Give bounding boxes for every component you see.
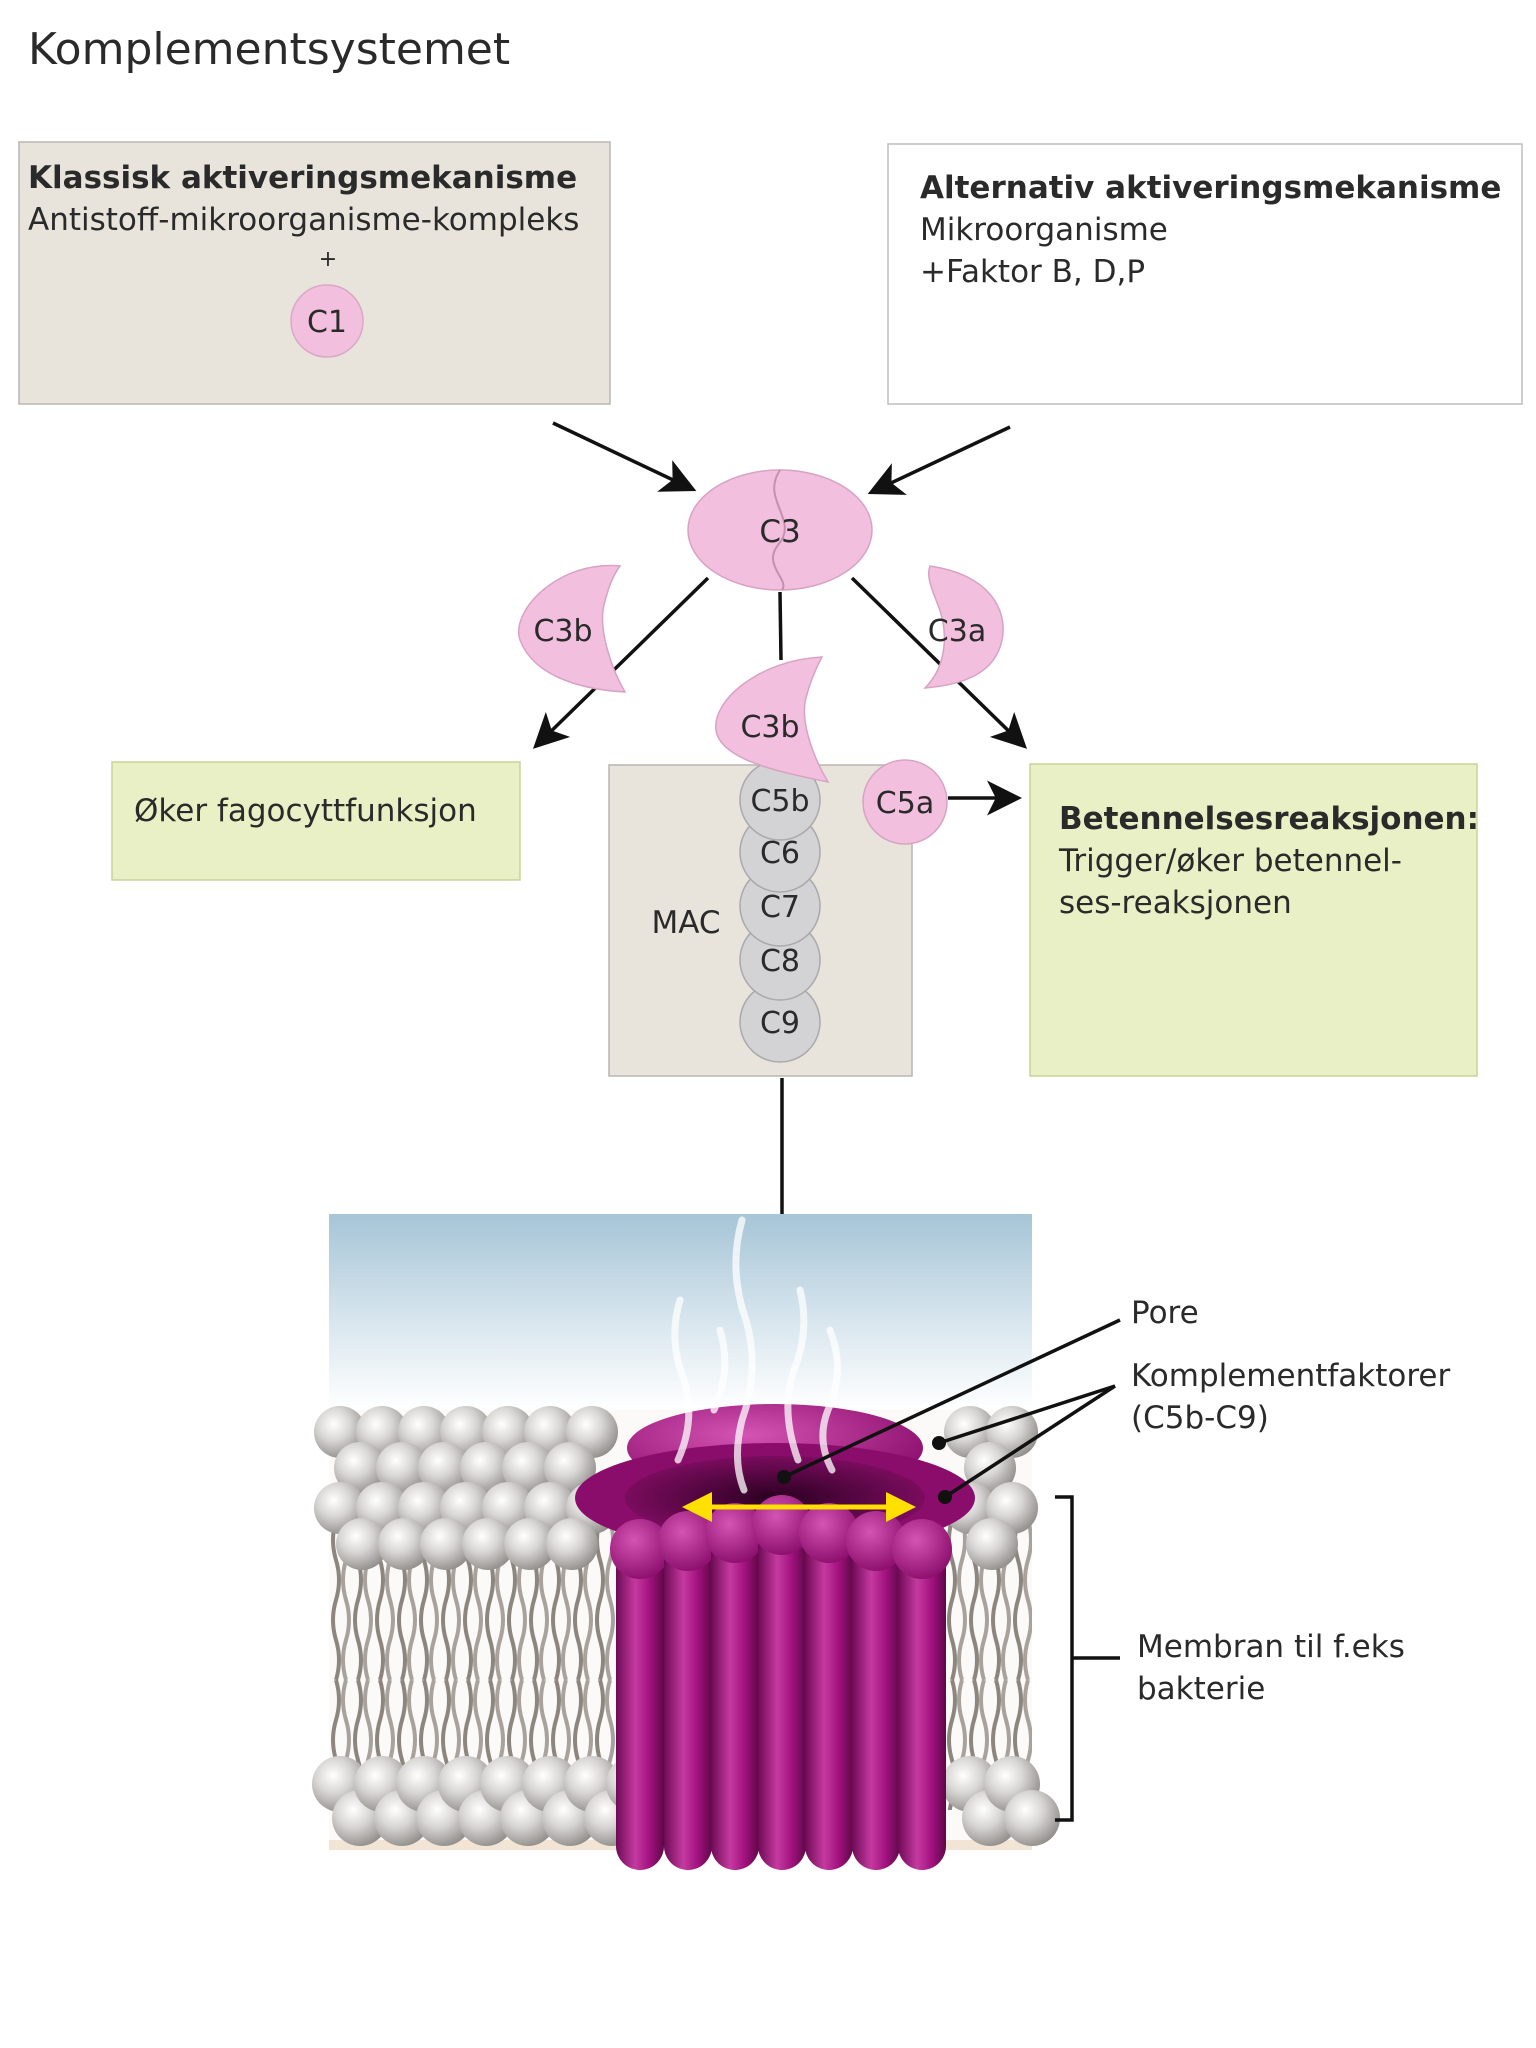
lipid-head — [1004, 1790, 1060, 1846]
lipid-head — [460, 1442, 512, 1494]
mac-label: MAC — [651, 905, 720, 941]
classic-activation-box — [18, 141, 611, 405]
alternative-activation-box — [887, 143, 1523, 405]
mac-factor-column: C5b C6 C7 C8 C9 — [739, 759, 821, 1063]
c5a-label: C5a — [876, 786, 934, 821]
arrow-alternative-to-c3 — [867, 425, 1011, 495]
lipid-head — [420, 1518, 472, 1570]
pore-callout-dot — [777, 1470, 791, 1484]
lipid-head — [376, 1442, 428, 1494]
lipid-head — [418, 1442, 470, 1494]
lipid-head — [336, 1518, 388, 1570]
lipid-head — [546, 1518, 598, 1570]
pore-rod — [664, 1537, 712, 1870]
pore-rods — [610, 1495, 952, 1870]
pore-rod — [711, 1529, 759, 1870]
escaping-fluid — [671, 1216, 841, 1494]
line-c3-to-mac — [778, 591, 783, 661]
pore-callout-line — [783, 1318, 1121, 1479]
c3-split-line — [771, 469, 786, 591]
mac-factor-c5b-label: C5b — [750, 784, 809, 819]
classic-plus: + — [319, 247, 337, 272]
mac-factor-c8-label: C8 — [760, 944, 800, 979]
factors-callout-line-2 — [944, 1384, 1116, 1499]
alternative-line1: Mikroorganisme — [920, 212, 1168, 248]
c5a-circle — [862, 759, 948, 845]
c3b-center-shape — [715, 656, 830, 784]
alternative-heading: Alternativ aktiveringsmekanisme — [920, 170, 1501, 206]
c1-circle — [290, 284, 364, 358]
phagocyte-box — [111, 761, 521, 881]
inflammation-heading: Betennelsesreaksjonen: — [1059, 801, 1479, 837]
membrane-label-line1: Membran til f.eks — [1137, 1629, 1405, 1665]
c3a-shape — [923, 565, 1004, 689]
phagocyte-label: Øker fagocyttfunksjon — [134, 793, 477, 829]
c3b-left-label: C3b — [533, 614, 592, 649]
pore-complex — [575, 1216, 975, 1870]
inflammation-box — [1029, 763, 1478, 1077]
pore-rod — [805, 1529, 853, 1870]
factors-callout-line-1 — [938, 1384, 1116, 1445]
mac-factor-c6-label: C6 — [760, 836, 800, 871]
alternative-line2: +Faktor B, D,P — [920, 254, 1145, 290]
lipid-head — [502, 1442, 554, 1494]
lipid-head — [334, 1442, 386, 1494]
pore-rod-head — [658, 1511, 718, 1571]
lipid-heads-top — [314, 1406, 1038, 1570]
inflammation-line2: ses-reaksjonen — [1059, 885, 1292, 921]
pore-rod — [852, 1537, 900, 1870]
pore-rod-head — [892, 1519, 952, 1579]
factors-label-line2: (C5b-C9) — [1131, 1400, 1269, 1436]
membrane-bracket — [1055, 1495, 1120, 1822]
membrane-illustration — [312, 1214, 1060, 1870]
arrow-classic-to-c3 — [552, 421, 697, 492]
pore-rod — [758, 1521, 806, 1870]
c1-label: C1 — [307, 305, 347, 340]
lipid-head — [966, 1518, 1018, 1570]
inflammation-line1: Trigger/øker betennel- — [1058, 843, 1402, 879]
arrow-c3-to-inflammation — [850, 576, 1028, 749]
c3a-label: C3a — [928, 614, 986, 649]
lipid-head — [544, 1442, 596, 1494]
pore-rod — [616, 1545, 664, 1870]
classic-heading: Klassisk aktiveringsmekanisme — [28, 160, 577, 196]
pore-rod-head — [610, 1519, 670, 1579]
lipid-head — [378, 1518, 430, 1570]
page-title: Komplementsystemet — [28, 24, 510, 75]
factors-label-line1: Komplementfaktorer — [1131, 1358, 1451, 1394]
mac-factor-c7-label: C7 — [760, 890, 800, 925]
c3-label: C3 — [759, 514, 800, 550]
arrow-c3-to-phagocyte — [532, 576, 710, 749]
pore-label: Pore — [1131, 1295, 1199, 1331]
c3b-center-label: C3b — [740, 710, 799, 745]
pore-rod — [898, 1545, 946, 1870]
lipid-head — [504, 1518, 556, 1570]
classic-line1: Antistoff-mikroorganisme-kompleks — [28, 202, 579, 238]
mac-factor-c9-label: C9 — [760, 1006, 800, 1041]
c3b-left-shape — [517, 564, 627, 693]
lipid-head — [462, 1518, 514, 1570]
pore-rod-head — [846, 1511, 906, 1571]
membrane-label-line2: bakterie — [1137, 1671, 1265, 1707]
factors-callout-dot-1 — [932, 1436, 946, 1450]
factors-callout-dot-2 — [938, 1490, 952, 1504]
